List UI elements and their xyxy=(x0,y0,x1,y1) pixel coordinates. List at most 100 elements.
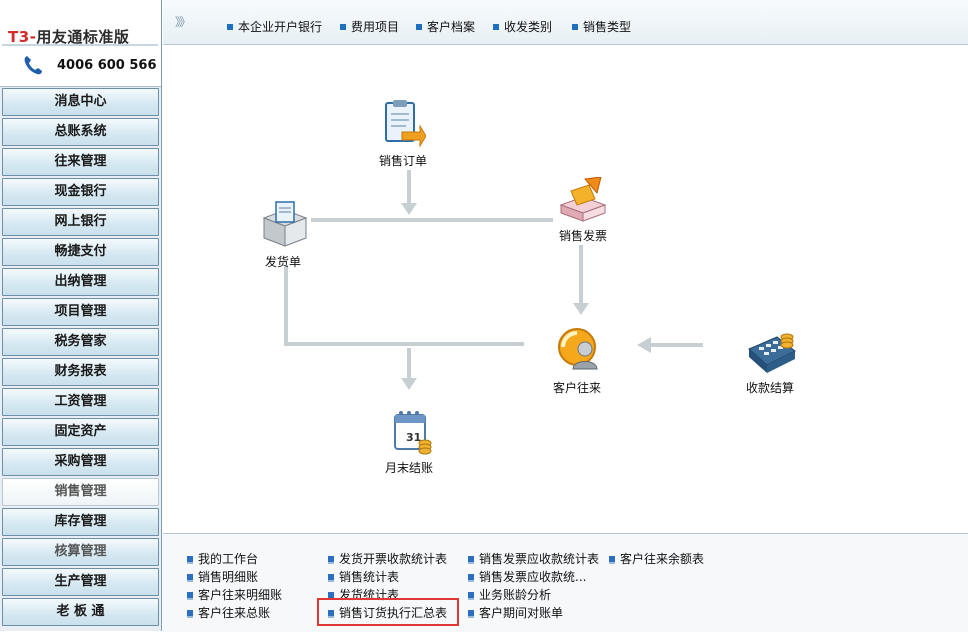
report-link-label: 我的工作台 xyxy=(198,552,259,566)
report-link[interactable]: 销售订货执行汇总表 xyxy=(328,604,447,621)
sales-order-node[interactable] xyxy=(380,100,427,150)
sidebar-item-label: 采购管理 xyxy=(54,454,107,469)
report-link-label: 客户往来余额表 xyxy=(620,552,705,566)
top-link-receipt-type[interactable]: 收发类别 xyxy=(493,18,552,35)
report-link[interactable]: 销售发票应收款统计表 xyxy=(468,550,599,567)
month-end-label[interactable]: 月末结账 xyxy=(384,461,433,475)
sidebar-item-label: 生产管理 xyxy=(54,574,107,589)
svg-text:31: 31 xyxy=(406,431,421,444)
report-link-label: 销售明细账 xyxy=(198,570,259,584)
sidebar-item[interactable]: 税务管家 xyxy=(2,328,159,356)
sidebar-item-label: 出纳管理 xyxy=(54,274,107,289)
flow-connector xyxy=(407,348,411,378)
sidebar-item[interactable]: 老 板 通 xyxy=(2,598,159,626)
sidebar-item-label: 工资管理 xyxy=(54,394,107,409)
sidebar-item-label: 消息中心 xyxy=(54,94,107,109)
report-link[interactable]: 客户往来总账 xyxy=(187,604,270,621)
sidebar-item-label: 销售管理 xyxy=(54,484,107,499)
report-link-label: 客户期间对账单 xyxy=(479,606,564,620)
report-bullet-icon xyxy=(609,555,615,562)
sidebar-item[interactable]: 往来管理 xyxy=(2,148,159,176)
report-bullet-icon xyxy=(468,591,474,598)
report-link[interactable]: 发货开票收款统计表 xyxy=(328,550,447,567)
report-bullet-icon xyxy=(328,591,334,598)
flow-connector xyxy=(407,170,411,208)
report-bullet-icon xyxy=(328,573,334,580)
flow-connector xyxy=(284,265,288,345)
sales-invoice-label[interactable]: 销售发票 xyxy=(558,229,607,243)
sidebar-item[interactable]: 财务报表 xyxy=(2,358,159,386)
sidebar-item[interactable]: 总账系统 xyxy=(2,118,159,146)
arrow-down-icon xyxy=(401,203,417,215)
customer-account-label[interactable]: 客户往来 xyxy=(552,381,601,395)
product-title-name: 用友通标准版 xyxy=(36,28,130,46)
flow-connector xyxy=(311,218,553,222)
sidebar-item[interactable]: 核算管理 xyxy=(2,538,159,566)
payment-settle-node[interactable] xyxy=(747,329,797,375)
top-link-bank-account[interactable]: 本企业开户银行 xyxy=(227,18,322,35)
sidebar-item[interactable]: 销售管理 xyxy=(2,478,159,506)
sidebar-item-label: 项目管理 xyxy=(54,304,107,319)
sidebar-item[interactable]: 项目管理 xyxy=(2,298,159,326)
flow-connector xyxy=(579,245,583,305)
top-link-customer-file[interactable]: 客户档案 xyxy=(416,18,475,35)
sidebar-item[interactable]: 固定资产 xyxy=(2,418,159,446)
sidebar-item[interactable]: 消息中心 xyxy=(2,88,159,116)
sidebar-item[interactable]: 采购管理 xyxy=(2,448,159,476)
report-bullet-icon xyxy=(328,555,334,562)
sales-invoice-icon xyxy=(559,176,607,222)
sidebar-item[interactable]: 出纳管理 xyxy=(2,268,159,296)
customer-account-node[interactable] xyxy=(555,325,603,371)
delivery-label[interactable]: 发货单 xyxy=(264,255,301,269)
flow-connector xyxy=(284,342,524,346)
sidebar-item-label: 财务报表 xyxy=(54,364,107,379)
delivery-node[interactable] xyxy=(260,200,310,248)
bullet-icon xyxy=(572,23,578,30)
top-link-expense-item[interactable]: 费用项目 xyxy=(340,18,399,35)
report-bullet-icon xyxy=(468,573,474,580)
report-link[interactable]: 业务账龄分析 xyxy=(468,586,551,603)
expand-arrows-icon[interactable]: 》》 xyxy=(175,15,191,29)
report-link[interactable]: 销售统计表 xyxy=(328,568,399,585)
sidebar-item-label: 畅捷支付 xyxy=(54,244,107,259)
sidebar-item[interactable]: 现金银行 xyxy=(2,178,159,206)
report-links-panel: 我的工作台销售明细账客户往来明细账客户往来总账发货开票收款统计表销售统计表发货统… xyxy=(163,533,968,632)
sales-invoice-node[interactable] xyxy=(559,176,607,223)
logo-divider xyxy=(2,44,158,46)
month-end-node[interactable]: 31 xyxy=(389,407,435,457)
sales-order-label[interactable]: 销售订单 xyxy=(378,154,427,168)
report-link-label: 销售订货执行汇总表 xyxy=(339,606,448,620)
report-link[interactable]: 销售发票应收款统... xyxy=(468,568,586,585)
sidebar-item[interactable]: 畅捷支付 xyxy=(2,238,159,266)
report-bullet-icon xyxy=(187,555,193,562)
report-link[interactable]: 客户往来明细账 xyxy=(187,586,282,603)
arrow-down-icon xyxy=(573,303,589,315)
sidebar-item-label: 总账系统 xyxy=(54,124,107,139)
calculator-coins-icon xyxy=(748,333,796,373)
top-link-label: 销售类型 xyxy=(583,20,632,34)
report-link[interactable]: 客户往来余额表 xyxy=(609,550,704,567)
report-bullet-icon xyxy=(328,609,334,616)
report-link[interactable]: 我的工作台 xyxy=(187,550,258,567)
sidebar-item[interactable]: 库存管理 xyxy=(2,508,159,536)
flow-connector xyxy=(651,343,703,347)
report-bullet-icon xyxy=(468,555,474,562)
sidebar-item[interactable]: 网上银行 xyxy=(2,208,159,236)
report-link-label: 发货开票收款统计表 xyxy=(339,552,448,566)
arrow-down-icon xyxy=(401,378,417,390)
top-link-sales-type[interactable]: 销售类型 xyxy=(572,18,631,35)
sidebar-item-label: 网上银行 xyxy=(54,214,107,229)
top-shortcut-bar: 》》 本企业开户银行 费用项目 客户档案 收发类别 销售类型 xyxy=(163,0,968,45)
report-link-label: 客户往来明细账 xyxy=(198,588,283,602)
bullet-icon xyxy=(227,23,233,30)
payment-settle-label[interactable]: 收款结算 xyxy=(745,381,794,395)
report-link[interactable]: 客户期间对账单 xyxy=(468,604,563,621)
report-bullet-icon xyxy=(468,609,474,616)
product-title-prefix: T3- xyxy=(8,28,37,46)
report-bullet-icon xyxy=(187,591,193,598)
report-link[interactable]: 销售明细账 xyxy=(187,568,258,585)
sidebar-item-label: 老 板 通 xyxy=(56,604,105,619)
sidebar-item[interactable]: 工资管理 xyxy=(2,388,159,416)
report-link-label: 客户往来总账 xyxy=(198,606,271,620)
sidebar-item[interactable]: 生产管理 xyxy=(2,568,159,596)
